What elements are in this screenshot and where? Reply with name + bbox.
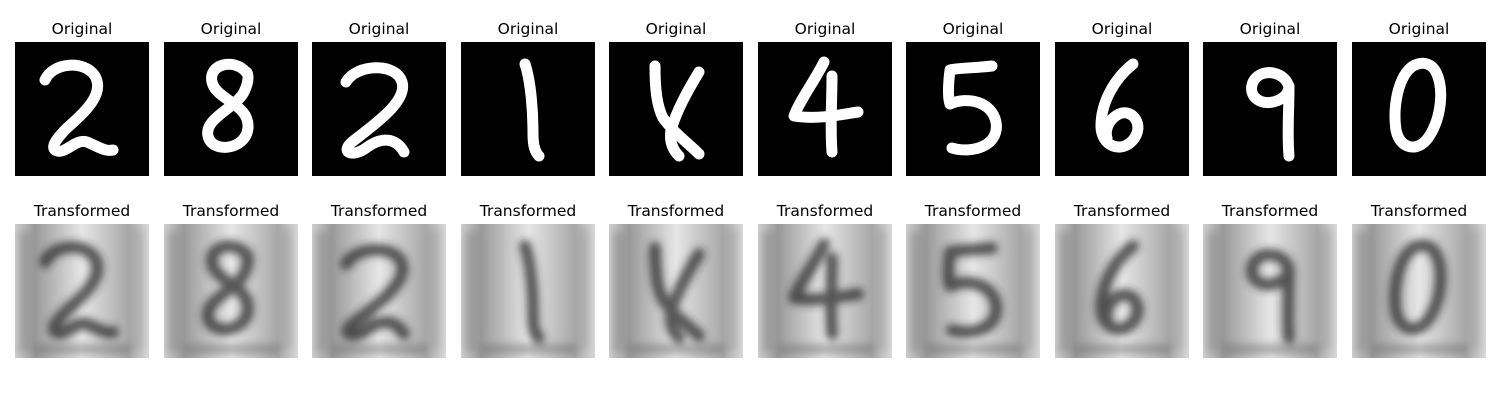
original-digit-image [1352, 42, 1486, 176]
digit-background [1203, 42, 1337, 176]
digit-stroke [340, 62, 410, 159]
digit-stroke [1245, 248, 1295, 344]
panel-title: Transformed [33, 202, 131, 220]
original-digit-image [758, 42, 892, 176]
digit-stroke [202, 58, 254, 153]
digit-stroke [649, 242, 705, 344]
transformed-digit-image [312, 224, 446, 358]
panel-title: Original [200, 20, 262, 38]
digit-stroke [39, 241, 119, 340]
digit-stroke [39, 59, 119, 157]
panel-title: Transformed [479, 202, 577, 220]
digit-stroke [1095, 240, 1144, 335]
panel-title: Transformed [627, 202, 725, 220]
original-digit-image [609, 42, 743, 176]
panel-title: Original [942, 20, 1004, 38]
digit-stroke [1389, 239, 1447, 335]
transformed-digit-image [609, 224, 743, 358]
original-digit-image [164, 42, 298, 176]
digit-stroke [943, 60, 1002, 156]
original-digit-image [312, 42, 446, 176]
digit-background [906, 42, 1040, 176]
transformed-digit-image [1203, 224, 1337, 358]
panel-title: Original [1091, 20, 1153, 38]
panel-title: Original [794, 20, 856, 38]
digit-stroke [788, 238, 864, 340]
digit-stroke [1246, 67, 1295, 162]
original-digit-image [461, 42, 595, 176]
panel-title: Transformed [182, 202, 280, 220]
panel-title: Transformed [330, 202, 428, 220]
digit-stroke [519, 240, 545, 344]
original-digit-image [1055, 42, 1189, 176]
panel-title: Original [348, 20, 410, 38]
transformed-digit-image [15, 224, 149, 358]
panel-title: Transformed [924, 202, 1022, 220]
panel-title: Transformed [1221, 202, 1319, 220]
original-digit-image [1203, 42, 1337, 176]
digit-stroke [788, 56, 864, 158]
original-digit-image [906, 42, 1040, 176]
panel-title: Original [1239, 20, 1301, 38]
digit-stroke [519, 58, 545, 162]
transformed-digit-image [1352, 224, 1486, 358]
digit-stroke [340, 243, 410, 342]
panel-title: Original [51, 20, 113, 38]
panel-title: Original [1388, 20, 1450, 38]
digit-stroke [649, 60, 705, 162]
digit-stroke [1389, 57, 1447, 153]
transformed-digit-image [758, 224, 892, 358]
digit-stroke [942, 242, 1003, 338]
panel-title: Original [497, 20, 559, 38]
panel-title: Original [645, 20, 707, 38]
transformed-digit-image [1055, 224, 1189, 358]
panel-title: Transformed [776, 202, 874, 220]
original-digit-image [15, 42, 149, 176]
digit-stroke [1095, 58, 1144, 153]
panel-title: Transformed [1370, 202, 1468, 220]
transformed-digit-image [164, 224, 298, 358]
transformed-digit-image [461, 224, 595, 358]
digit-background [1203, 224, 1337, 358]
digit-background [312, 42, 446, 176]
transformed-digit-image [906, 224, 1040, 358]
digit-stroke [201, 240, 254, 336]
panel-title: Transformed [1073, 202, 1171, 220]
